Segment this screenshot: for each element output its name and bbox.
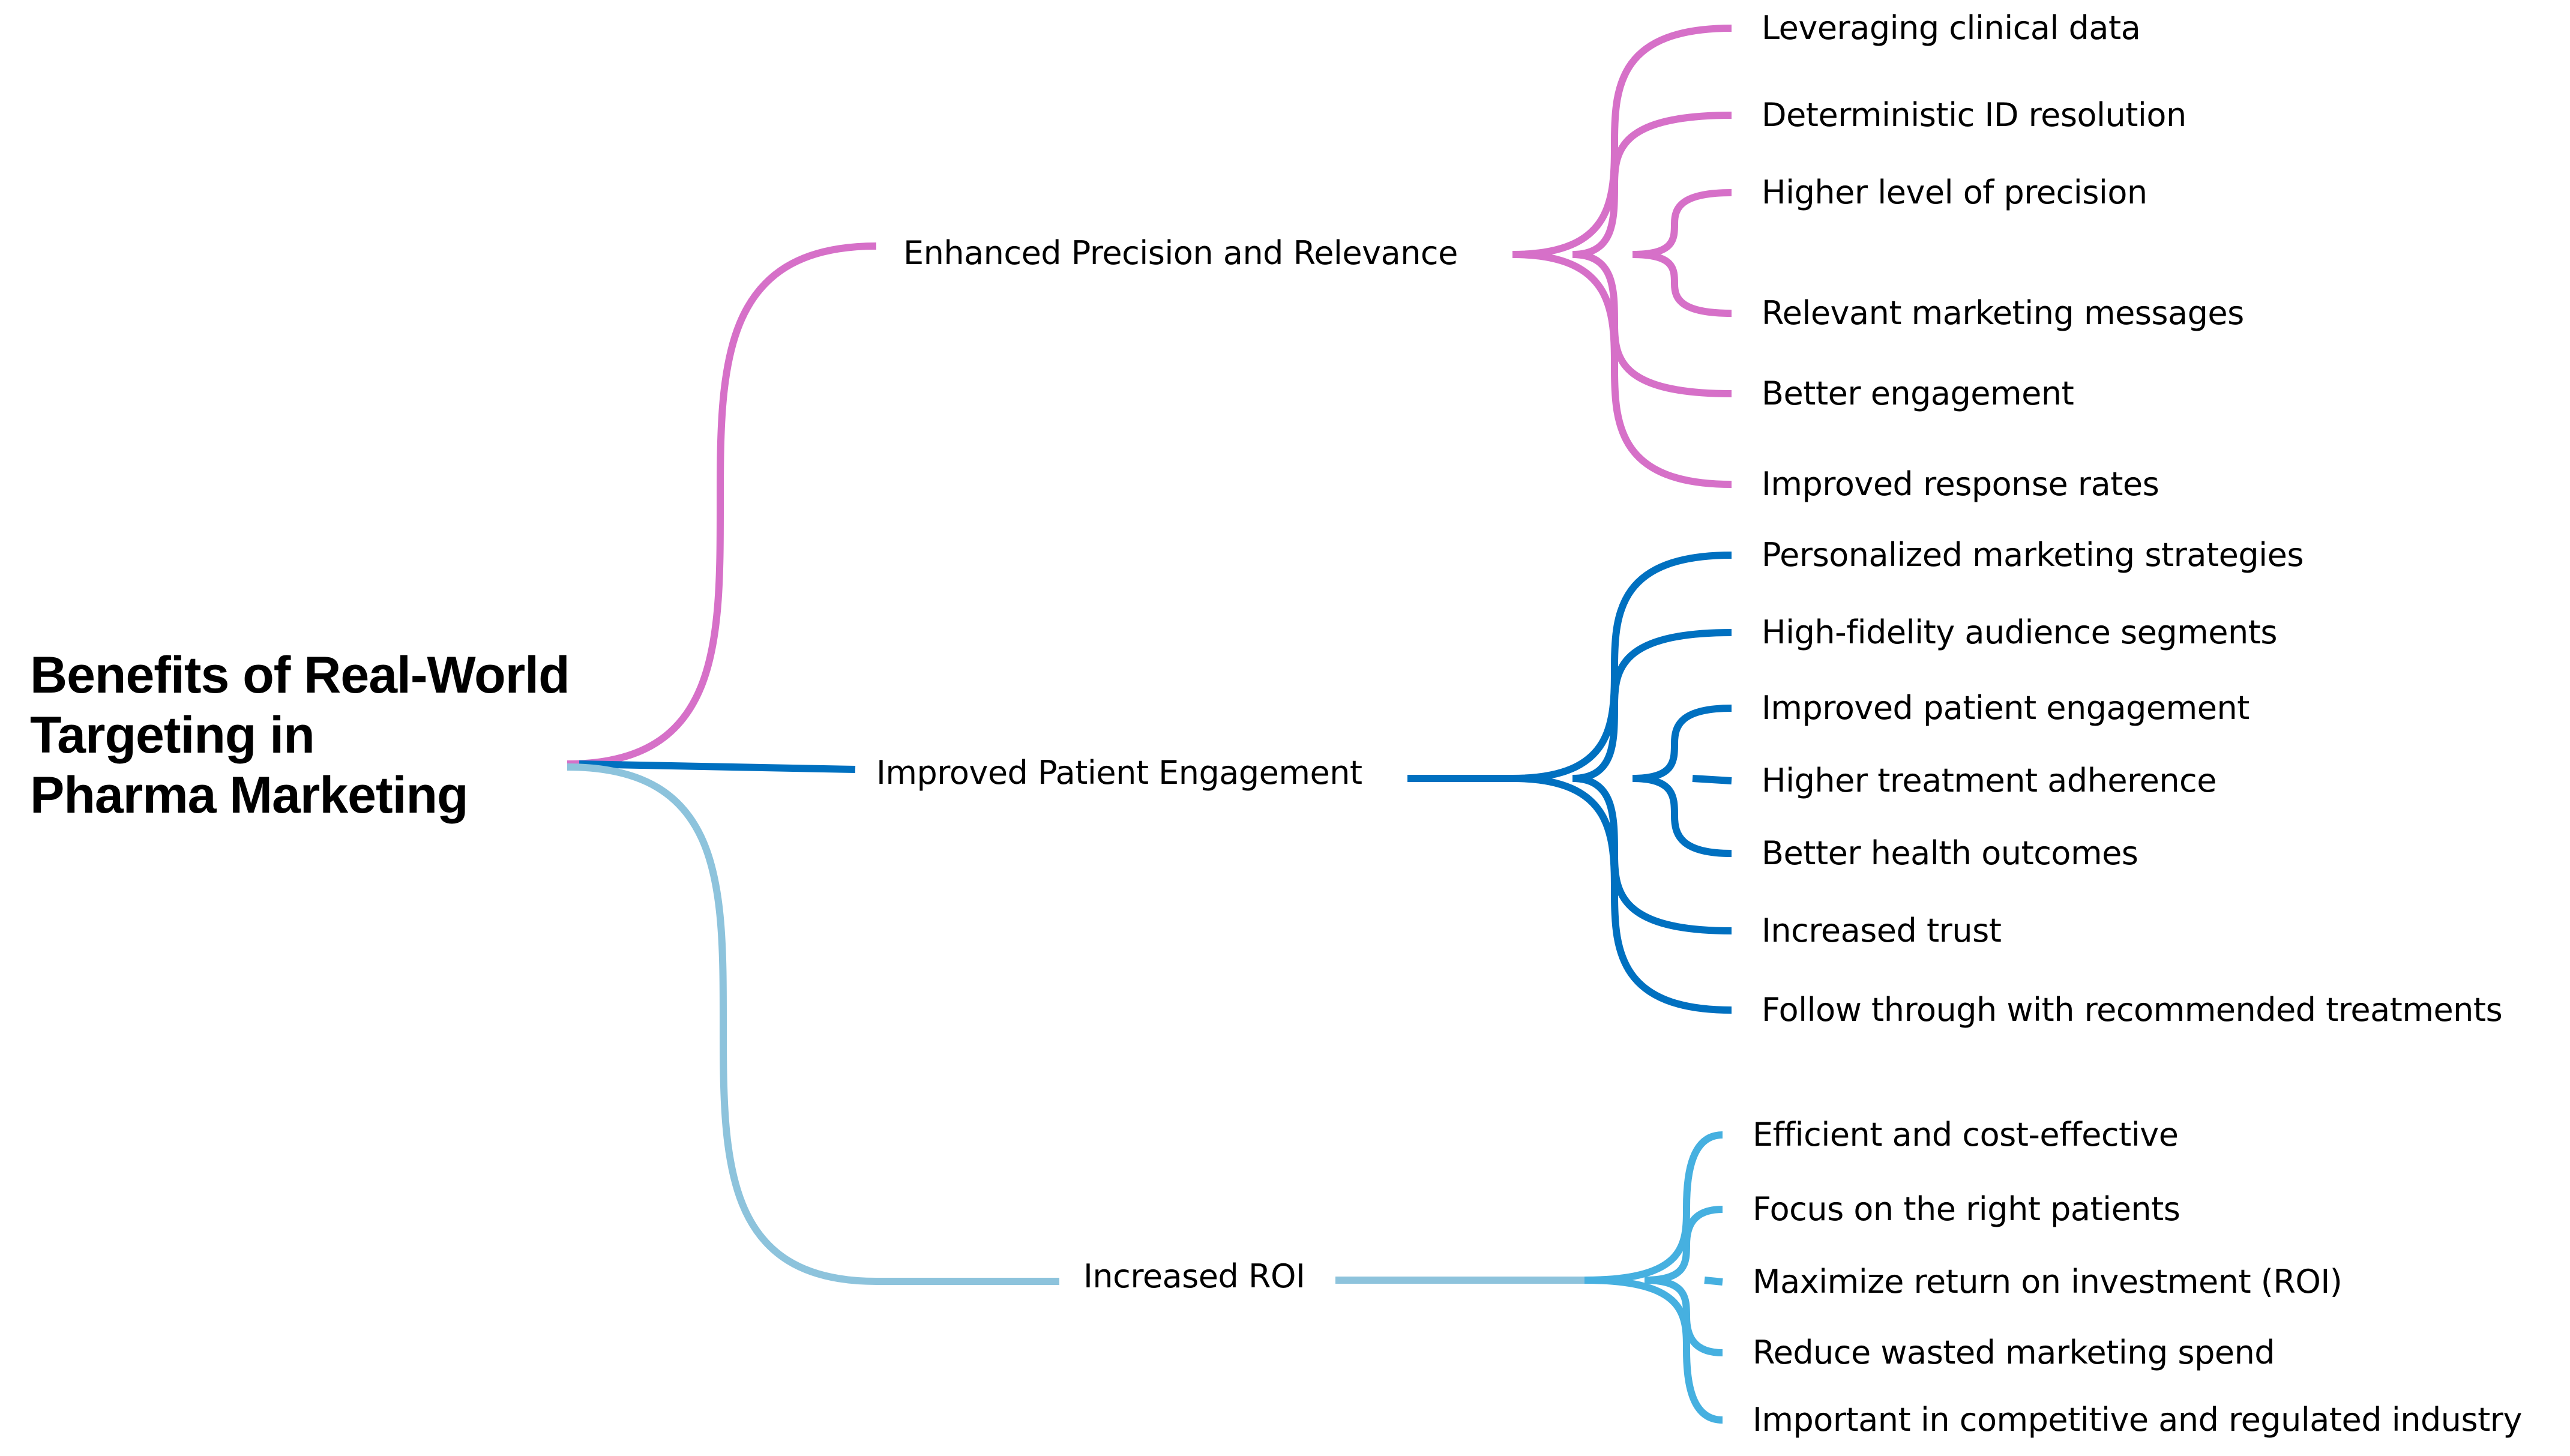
branch-3-leaf-2: Focus on the right patients (1753, 1190, 2180, 1228)
branch-2-leaf-5: Better health outcomes (1762, 834, 2138, 872)
branch-2-leaf-connector (1512, 775, 1732, 1014)
branch-2-leaf-connector (1512, 552, 1732, 782)
branch-2-leaf-4: Higher treatment adherence (1762, 762, 2216, 799)
branch-1-leaf-connector (1512, 25, 1732, 258)
branch-2-leaf-1: Personalized marketing strategies (1762, 536, 2304, 574)
branch-1-leaf-connector (1512, 251, 1732, 488)
branch-3-leaf-4: Reduce wasted marketing spend (1753, 1334, 2275, 1371)
branch-1-stem (567, 242, 877, 768)
branch-1-leaf-2: Deterministic ID resolution (1762, 96, 2186, 134)
branch-3-leaf-3: Maximize return on investment (ROI) (1753, 1263, 2343, 1301)
root-title: Benefits of Real-World Targeting in Phar… (30, 645, 630, 825)
branch-1-label: Enhanced Precision and Relevance (903, 234, 1458, 272)
branch-2-leaf-6: Increased trust (1762, 912, 2002, 949)
branch-1-leaf-1: Leveraging clinical data (1762, 9, 2141, 47)
branch-1-leaf-5: Better engagement (1762, 375, 2074, 412)
branch-2-leaf-connector (1632, 775, 1732, 857)
branch-1-leaf-connector (1572, 112, 1732, 258)
branch-3-label: Increased ROI (1083, 1257, 1305, 1295)
branch-3-leaf-connector (1644, 1206, 1723, 1284)
branch-1-leaf-4: Relevant marketing messages (1762, 294, 2244, 332)
branch-2-leaf-2: High-fidelity audience segments (1762, 613, 2278, 651)
branch-1-leaf-connector (1632, 251, 1732, 317)
branch-2-leaf-3: Improved patient engagement (1762, 689, 2250, 727)
branch-3-stem (567, 763, 1059, 1285)
branch-2-leaf-connector (1632, 705, 1732, 782)
branch-1-leaf-connector (1572, 251, 1732, 397)
branch-3-leaf-connector (1584, 1131, 1723, 1284)
branch-3-leaf-connector (1704, 1277, 1723, 1286)
branch-1-leaf-3: Higher level of precision (1762, 173, 2147, 211)
branch-1-leaf-connector (1632, 189, 1732, 258)
branch-3-leaf-1: Efficient and cost-effective (1753, 1116, 2179, 1154)
branch-1-leaf-6: Improved response rates (1762, 465, 2159, 503)
branch-2-leaf-connector (1692, 775, 1732, 784)
branch-2-stem (579, 760, 856, 773)
branch-3-leaf-connector (1584, 1277, 1723, 1424)
branch-2-leaf-7: Follow through with recommended treatmen… (1762, 991, 2503, 1029)
branch-2-label: Improved Patient Engagement (876, 754, 1362, 792)
branch-2-leaf-connector (1572, 629, 1732, 782)
root-title-line-2: Targeting in (30, 706, 315, 764)
root-title-line-3: Pharma Marketing (30, 766, 469, 824)
root-title-line-1: Benefits of Real-World (30, 646, 570, 704)
branch-3-leaf-5: Important in competitive and regulated i… (1753, 1401, 2522, 1439)
